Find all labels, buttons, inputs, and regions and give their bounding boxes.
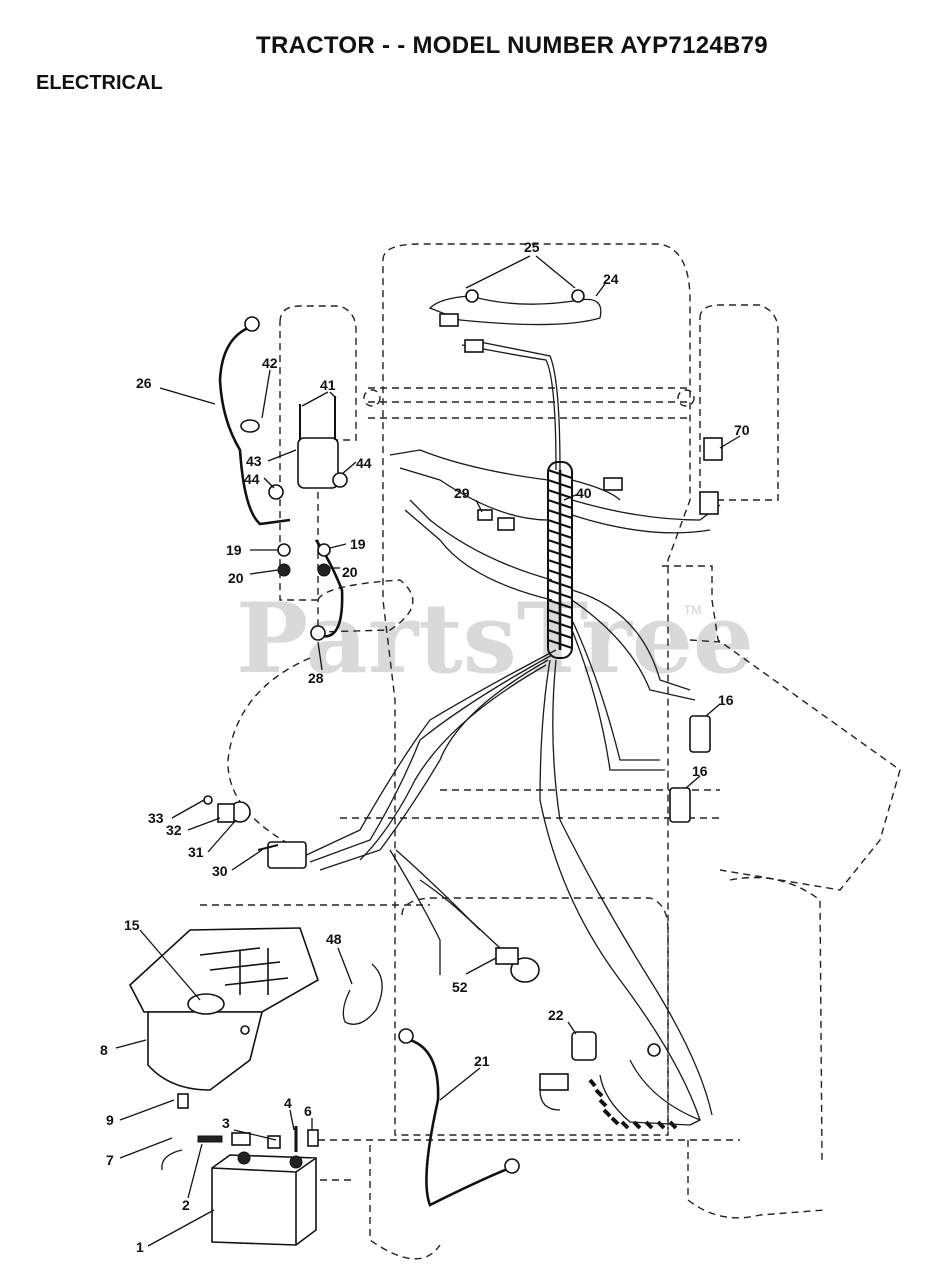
callout-label: 70 [734,422,750,438]
callout-label: 48 [326,931,342,947]
callout-label: 15 [124,917,140,933]
callout-label: 19 [350,536,366,552]
ignition-switch [203,795,279,851]
battery [211,1151,317,1246]
strap-7 [161,1149,183,1171]
callout-label: 25 [524,239,540,255]
callout-label: 1 [136,1239,144,1255]
connector-26b [497,517,515,531]
callout-label: 42 [262,355,278,371]
wire-48 [342,963,383,1025]
callout-label: 3 [222,1115,230,1131]
callout-label: 20 [342,564,358,580]
cable-28 [409,1038,511,1207]
callout-label: 16 [718,692,734,708]
tractor-frame-outline [200,243,901,1260]
nut-9 [177,1093,189,1109]
callout-labels: 25 24 26 42 41 43 44 44 19 20 19 20 28 2… [100,239,750,1255]
callout-label: 28 [308,670,324,686]
callout-label: 43 [246,453,262,469]
section-heading: ELECTRICAL [36,72,163,94]
callout-label: 4 [284,1095,292,1111]
terminal-3 [231,1132,251,1146]
callout-label: 30 [212,863,228,879]
boot-6 [307,1129,319,1147]
callout-label: 40 [576,485,592,501]
connector-70 [703,437,723,461]
ground-cable-24 [218,326,291,526]
battery-box [129,927,319,1091]
page-title: TRACTOR - - MODEL NUMBER AYP7124B79 [256,32,768,59]
connector-40 [603,477,623,491]
callout-label: 32 [166,822,182,838]
callout-label: 9 [106,1112,114,1128]
callout-label: 20 [228,570,244,586]
connector-70b [699,491,719,515]
solenoid-assembly [240,396,348,577]
callout-label: 16 [692,763,708,779]
headlight-harness [428,289,602,353]
terminal-3b [267,1135,281,1149]
switch-16-lower [669,787,691,823]
callout-label: 8 [100,1042,108,1058]
callout-label: 22 [548,1007,564,1023]
callout-label: 44 [244,471,260,487]
bolt-2 [197,1135,223,1143]
callout-label: 7 [106,1152,114,1168]
callout-label: 31 [188,844,204,860]
callout-label: 19 [226,542,242,558]
switch-16-upper [689,715,711,753]
callout-label: 21 [474,1053,490,1069]
watermark-trademark: TM [684,603,701,617]
callout-label: 29 [454,485,470,501]
main-wiring-harness [267,339,721,1126]
connector-26 [477,509,493,521]
callout-label: 33 [148,810,164,826]
callout-label: 52 [452,979,468,995]
callout-label: 41 [320,377,336,393]
callout-leaders [115,255,741,1247]
callout-label: 26 [136,375,152,391]
callout-label: 2 [182,1197,190,1213]
callout-label: 6 [304,1103,312,1119]
seat-switch [539,1031,701,1130]
callout-label: 44 [356,455,372,471]
callout-label: 24 [603,271,619,287]
